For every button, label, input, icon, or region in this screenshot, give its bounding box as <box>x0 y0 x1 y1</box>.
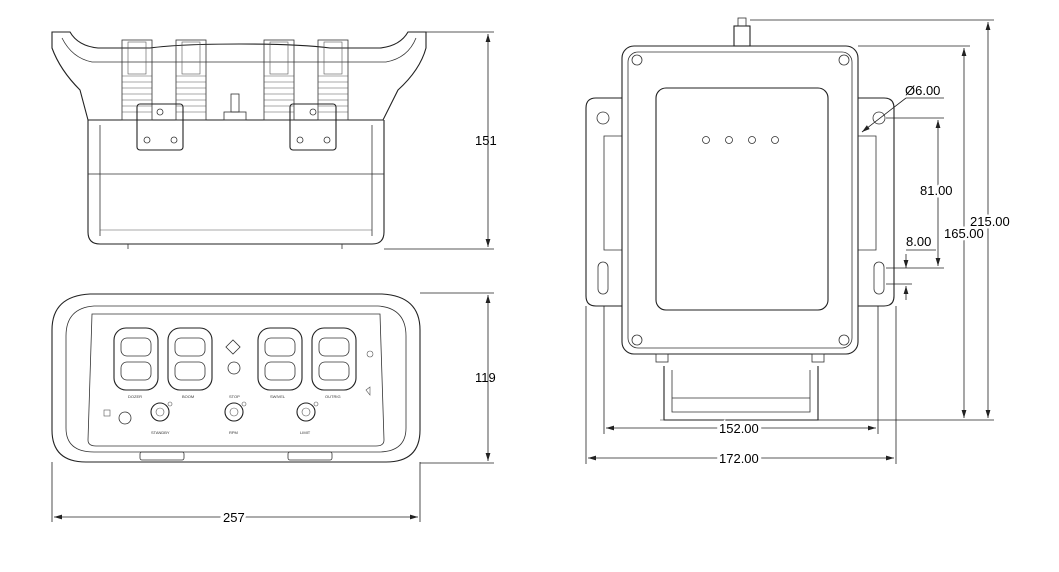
dim-body-height: 165.00 <box>944 226 984 241</box>
dim-top-width: 257 <box>223 510 245 525</box>
joystick-outrig: OUTRIG <box>311 327 357 399</box>
knob-limit: LIMIT <box>296 401 319 435</box>
top-view: DOZER BOOM SWIVEL OUTRIG STOP <box>51 292 496 528</box>
dim-bracket-width: 152.00 <box>719 421 759 436</box>
joystick-bellows-2 <box>175 39 207 121</box>
joystick-boom: BOOM <box>167 327 213 399</box>
label-standby: STANDBY <box>151 430 170 435</box>
label-limit: LIMIT <box>300 430 311 435</box>
dim-overall-width: 172.00 <box>719 451 759 466</box>
stop-button-stem <box>223 93 247 121</box>
power-indicator <box>118 411 132 425</box>
label-rpm: RPM <box>229 430 238 435</box>
label-boom: BOOM <box>182 394 194 399</box>
joystick-bellows-4 <box>317 39 349 121</box>
front-bracket-left <box>136 103 184 151</box>
dim-slot-spacing: 81.00 <box>920 183 953 198</box>
front-view: 151 <box>51 31 497 250</box>
bracket-left <box>585 97 622 307</box>
dim-front-height: 151 <box>475 133 497 148</box>
joystick-bellows-3 <box>263 39 295 121</box>
joystick-dozer: DOZER <box>113 327 159 399</box>
label-dozer: DOZER <box>128 394 142 399</box>
rear-housing <box>621 45 859 355</box>
dim-overall-height: 215.00 <box>970 214 1010 229</box>
label-swivel: SWIVEL <box>270 394 286 399</box>
switch-stop: STOP <box>225 339 241 399</box>
label-outrig: OUTRIG <box>325 394 341 399</box>
knob-standby: STANDBY <box>150 401 173 435</box>
label-plate <box>655 87 829 311</box>
joystick-swivel: SWIVEL <box>257 327 303 399</box>
knob-rpm: RPM <box>224 401 247 435</box>
dim-hole-diameter: Ø6.00 <box>905 83 940 98</box>
bracket-right <box>858 97 895 307</box>
rear-view: Ø6.00 81.00 8.00 165.00 215.00 152.00 17… <box>585 17 1012 469</box>
mounting-hole <box>872 111 886 125</box>
front-bracket-right <box>289 103 337 151</box>
dim-slot-width: 8.00 <box>906 234 931 249</box>
dim-top-depth: 119 <box>475 370 496 385</box>
label-stop: STOP <box>229 394 240 399</box>
